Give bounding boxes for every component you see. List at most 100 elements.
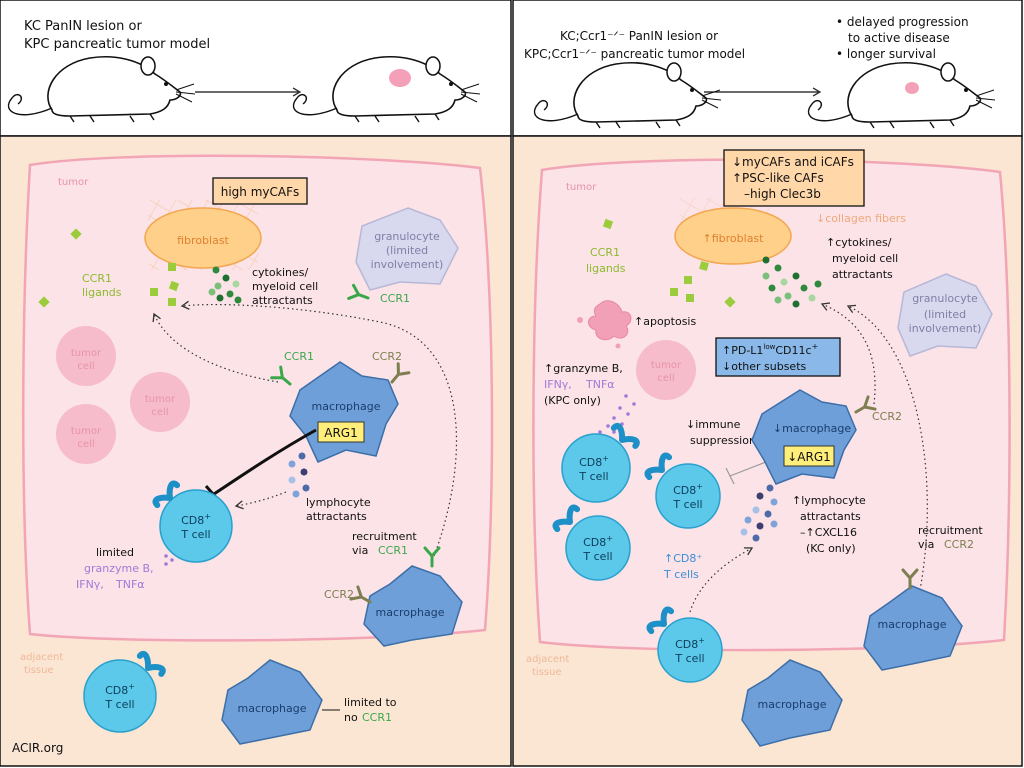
recruitment-2: via [352,544,368,557]
adjacent-tcell-sup: + [128,682,135,691]
macrophage-label: macrophage [312,400,381,413]
apoptotic-cell [588,300,632,341]
more-tcells-1: ↑CD8⁺ [664,552,702,565]
left-granzyme-label: granzyme B, [84,562,154,575]
left-granulocyte-1: granulocyte [374,230,440,243]
inhibition-line [213,428,317,496]
right-recruiting-tcell-line2: T cell [674,652,704,665]
left-cytokines-3: attractants [252,294,313,307]
tcell-sup: + [204,512,211,521]
left-granulocyte-3: involvement) [371,258,444,271]
right-recruitment-ccr2: CCR2 [944,538,974,551]
right-adjacent-1: adjacent [526,654,569,665]
no-ccr1-label: CCR1 [362,711,392,724]
right-tumor-label: tumor [566,182,597,193]
pdl1-line-2: ↓other subsets [722,360,807,373]
right-lymph-2: attractants [800,510,861,523]
fibroblast [144,207,262,269]
right-tcell-2-line1: CD8+ [673,482,703,497]
right-recruited-macrophage [863,585,963,671]
caf-box [723,149,865,207]
lymphocyte-attractant-dots [288,452,310,498]
left-ccr2-lower-label: CCR2 [324,588,354,601]
tumor-cell-3-label-2: cell [77,439,94,450]
right-panel: KC;Ccr1⁻ᐟ⁻ PanIN lesion or KPC;Ccr1⁻ᐟ⁻ p… [512,0,1023,767]
right-tumor-cell-label-2: cell [657,373,674,384]
tumor-cell-1-label-1: tumor [71,348,102,359]
left-cytokines-1: cytokines/ [252,266,308,279]
right-arg1-label: ↓ARG1 [787,450,831,464]
left-ccr1-ligands-2: ligands [82,286,122,299]
outcome-3: • longer survival [836,47,936,61]
adjacent-macrophage-label: macrophage [238,702,307,715]
right-recruited-macrophage-label: macrophage [878,618,947,631]
right-tumor-region [532,158,1011,652]
tcell-line2: T cell [180,528,210,541]
cd8-tcell [159,489,233,563]
right-ccr1-ligands-1: CCR1 [590,246,620,259]
right-recruitment-2: via [918,538,934,551]
fibroblast-label: fibroblast [177,234,229,247]
right-lymphocyte-dots [740,484,778,542]
right-cytokine-dots [762,256,822,308]
right-tcell-3-cd8: CD8 [583,536,606,549]
more-tcells-2: T cells [663,568,699,581]
adjacent-tcell-cd8: CD8 [105,684,128,697]
right-tcell-3-line1: CD8+ [583,534,613,549]
mycafs-label: high myCAFs [221,185,300,199]
right-cd8-tcell-3 [565,515,631,581]
granulocyte [355,207,459,291]
right-ccr1-ligands-2: ligands [586,262,626,275]
right-granulocyte [897,273,993,357]
macrophage [289,361,399,463]
right-tcell-1-line2: T cell [578,470,608,483]
lymphocyte-2: attractants [306,510,367,523]
caf-line-2: ↑PSC-like CAFs [732,171,824,185]
right-tcell-3-line2: T cell [582,550,612,563]
right-model-line1: KC;Ccr1⁻ᐟ⁻ PanIN lesion or [560,29,718,43]
right-ccr1-ligand-squares [602,218,736,308]
right-adjacent-macrophage [741,659,843,747]
left-tnf-label: TNFα [115,578,145,591]
ccr2-label: CCR2 [372,350,402,363]
mycafs-box [212,177,308,205]
arg1-box [317,421,365,443]
left-model-line1: KC PanIN lesion or [24,19,142,34]
left-cytokines-2: myeloid cell [252,280,318,293]
right-recruiting-cd8-tcell [657,617,723,683]
recruitment-1: recruitment [352,530,417,543]
right-recruitment-1: recruitment [918,524,983,537]
pdl1-a: ↑PD-L1 [722,344,763,357]
recruited-macrophage [363,565,463,647]
left-adjacent-1: adjacent [20,652,63,663]
recruitment-ccr1: CCR1 [378,544,408,557]
right-granulocyte-1: granulocyte [912,292,978,305]
limited-label: limited [96,546,134,559]
caf-line-1: ↓myCAFs and iCAFs [732,155,854,169]
right-tumor-cell [636,340,696,400]
tumor-cell-3-label-1: tumor [71,426,102,437]
outcome-2: to active disease [848,31,950,45]
cytokine-dots [208,266,242,304]
right-model-line2: KPC;Ccr1⁻ᐟ⁻ pancreatic tumor model [524,47,745,61]
right-fibroblast [674,207,792,265]
acir-logo: ACIR.org [12,741,63,755]
right-ccr2-label: CCR2 [872,410,902,423]
left-recruitment-arrow-fibroblast [180,300,458,557]
adjacent-tcell-line1: CD8+ [105,682,135,697]
right-tnf-label: TNFα [585,378,615,391]
right-granulocyte-2: (limited [924,308,966,321]
right-fibroblast-label: ↑fibroblast [703,232,765,245]
right-arg1-box [783,445,835,467]
right-lymph-1: ↑lymphocyte [792,494,866,507]
right-macrophage-label: ↓macrophage [773,422,851,435]
immune-2: suppression [690,434,756,447]
tcell-line1: CD8+ [181,512,211,527]
limited-cytotoxic-dots [164,554,174,566]
granulocyte-ccr1-label: CCR1 [380,292,410,305]
outcome-1: • delayed progression [836,15,969,29]
pdl1-plus: + [812,342,819,351]
left-ccr1-ligands-1: CCR1 [82,272,112,285]
adjacent-tcell-line2: T cell [104,698,134,711]
